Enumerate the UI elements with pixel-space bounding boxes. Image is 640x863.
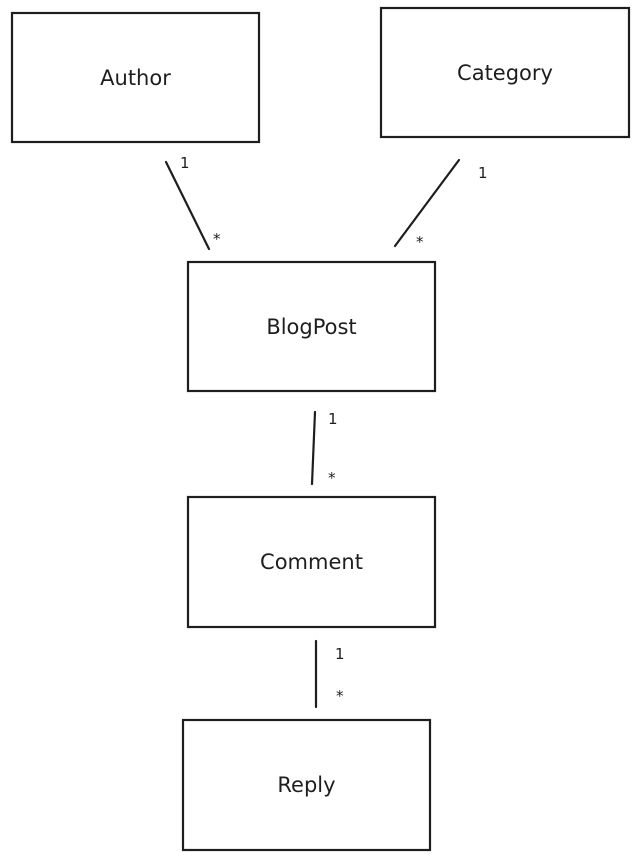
relationship-line-blogpost-comment	[310, 410, 317, 486]
entity-reply[interactable]: Reply	[181, 718, 432, 852]
entity-comment[interactable]: Comment	[186, 495, 437, 629]
entity-box-category	[379, 6, 631, 139]
entity-box-author	[10, 11, 261, 144]
multiplicity-blogpost-end-from-category: *	[416, 233, 424, 251]
entity-box-reply	[181, 718, 432, 852]
entity-box-blogpost	[186, 260, 437, 393]
entity-category[interactable]: Category	[379, 6, 631, 139]
entity-box-comment	[186, 495, 437, 629]
entity-label-author: Author	[100, 66, 171, 90]
multiplicity-comment-end-from-blogpost: *	[328, 469, 336, 487]
multiplicity-category-end: 1	[478, 164, 488, 182]
entity-label-comment: Comment	[260, 550, 363, 574]
entity-blogpost[interactable]: BlogPost	[186, 260, 437, 393]
multiplicity-blogpost-end-from-author: *	[213, 230, 221, 248]
entity-label-category: Category	[457, 61, 553, 85]
multiplicity-author-end: 1	[180, 154, 190, 172]
entity-label-blogpost: BlogPost	[266, 315, 356, 339]
relationship-line-category-blogpost	[393, 158, 461, 248]
multiplicity-comment-end-to-reply: 1	[335, 645, 345, 663]
multiplicity-blogpost-end-to-comment: 1	[328, 410, 338, 428]
entity-author[interactable]: Author	[10, 11, 261, 144]
multiplicity-reply-end: *	[336, 687, 344, 705]
entity-label-reply: Reply	[277, 773, 335, 797]
relationship-line-author-blogpost	[164, 160, 211, 251]
